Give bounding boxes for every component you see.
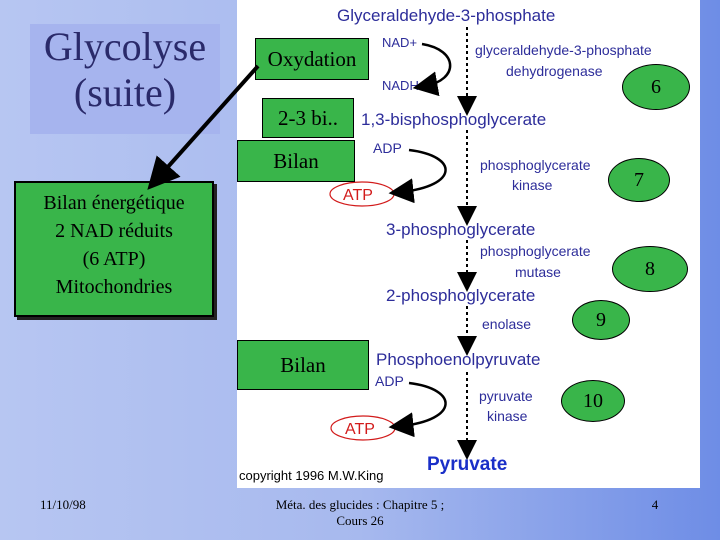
step-circle-9: 9 [572,300,630,340]
metabolite-pyruvate: Pyruvate [427,454,507,475]
slide-title: Glycolyse (suite) [30,24,220,134]
enzyme-pgk-line-1: phosphoglycerate [480,157,591,173]
enzyme-pk-line-2: kinase [487,408,528,424]
footer-center-line-2: Cours 26 [336,513,384,528]
footer-page-number: 4 [651,497,659,512]
enzyme-pgm-line-2: mutase [515,264,561,280]
metabolite-g3p: Glyceraldehyde-3-phosphate [337,6,555,25]
metabolite-pep: Phosphoenolpyruvate [376,350,540,369]
bilan-box-1: Bilan [237,140,355,182]
step-number-9: 9 [596,309,606,331]
metabolite-2pg: 2-phosphoglycerate [386,286,535,305]
metabolite-3pg: 3-phosphoglycerate [386,220,535,239]
pathway-svg: Glyceraldehyde-3-phosphate 1,3-bisphosph… [239,6,652,483]
bilan-label-2: Bilan [280,353,326,377]
bisphospho-label: 2-3 bi.. [277,106,339,130]
footer-center: Méta. des glucides : Chapitre 5 ; Cours … [235,497,485,529]
enzyme-pgm-line-1: phosphoglycerate [480,243,591,259]
energy-balance-line-2: 2 NAD réduits [55,220,173,242]
enzyme-pgk-line-2: kinase [512,177,553,193]
bilan-label-1: Bilan [273,149,319,173]
step-number-10: 10 [583,390,603,412]
cofactor-nadh: NADH [382,78,419,93]
footer-center-line-1: Méta. des glucides : Chapitre 5 ; [275,497,445,512]
step-circle-8: 8 [612,246,688,292]
step-number-7: 7 [634,169,644,191]
energy-balance-line-1: Bilan énergétique [43,192,185,214]
step-circle-10: 10 [561,380,625,422]
pointer-arrow [147,64,260,190]
step-circle-6: 6 [622,64,690,110]
cofactor-atp-1: ATP [343,187,373,204]
copyright-text: copyright 1996 M.W.King [239,468,384,483]
cofactor-adp-1: ADP [373,140,402,156]
energy-balance-box: Bilan énergétique 2 NAD réduits (6 ATP) … [14,181,214,317]
oxydation-box: Oxydation [255,38,369,80]
title-line-2: (suite) [73,70,177,115]
metabolite-bpg: 1,3-bisphosphoglycerate [361,110,546,129]
cofactor-adp-2: ADP [375,373,404,389]
footer-date: 11/10/98 [40,497,86,512]
step-number-8: 8 [645,258,655,280]
cofactor-atp-2: ATP [345,421,375,438]
bilan-box-2: Bilan [237,340,369,390]
energy-balance-line-3: (6 ATP) [82,248,146,270]
enzyme-enolase: enolase [482,316,531,332]
bisphospho-box: 2-3 bi.. [262,98,354,138]
enzyme-gapdh-line-1: glyceraldehyde-3-phosphate [475,42,652,58]
energy-balance-line-4: Mitochondries [55,276,173,298]
title-line-1: Glycolyse [43,24,207,69]
step-number-6: 6 [651,76,661,98]
pathway-arrows [388,27,477,460]
cofactor-nad: NAD+ [382,35,417,50]
step-circle-7: 7 [608,158,670,202]
oxydation-label: Oxydation [267,47,357,71]
enzyme-pk-line-1: pyruvate [479,388,533,404]
enzyme-gapdh-line-2: dehydrogenase [506,63,603,79]
